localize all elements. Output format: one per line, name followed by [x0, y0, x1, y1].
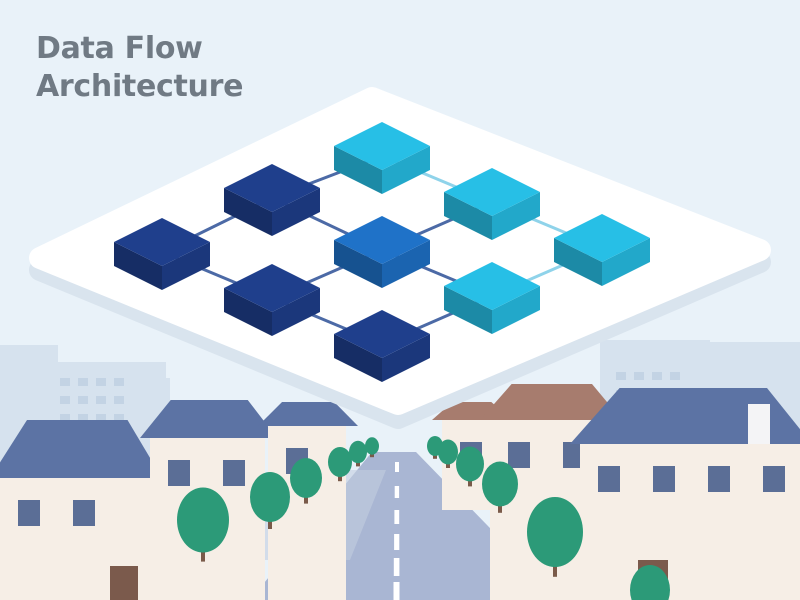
- node-right-face: [382, 240, 430, 288]
- building-window: [616, 372, 626, 380]
- building-window: [60, 414, 70, 422]
- lane-marking: [394, 486, 400, 498]
- building-window: [114, 414, 124, 422]
- data-node: [444, 262, 540, 334]
- node-right-face: [382, 146, 430, 194]
- building-window: [78, 378, 88, 386]
- data-node: [554, 214, 650, 286]
- node-top-face: [334, 310, 430, 358]
- building-window: [96, 378, 106, 386]
- node-right-face: [162, 242, 210, 290]
- data-node: [334, 122, 430, 194]
- house-left-mid-window: [168, 460, 190, 486]
- data-node: [444, 168, 540, 240]
- diagram-title: Data Flow Architecture: [36, 30, 243, 106]
- tree-crown: [527, 497, 583, 567]
- node-top-face: [224, 264, 320, 312]
- house-right-mid-roof: [480, 384, 622, 420]
- node-right-face: [382, 334, 430, 382]
- building-window: [96, 396, 106, 404]
- lane-marking: [393, 582, 400, 600]
- house-left-front-window: [73, 500, 95, 526]
- node-left-face: [114, 242, 162, 290]
- node-left-face: [334, 146, 382, 194]
- building-window: [96, 414, 106, 422]
- house-left-back-roof: [258, 402, 358, 426]
- house-left-mid-roof: [140, 400, 277, 438]
- data-node: [334, 310, 430, 382]
- node-left-face: [444, 286, 492, 334]
- lane-marking: [394, 534, 400, 550]
- tree-crown: [290, 458, 322, 498]
- tree-crown: [427, 436, 443, 456]
- building-window: [78, 396, 88, 404]
- node-top-face: [444, 262, 540, 310]
- tree-crown: [349, 440, 367, 464]
- tree-crown: [250, 472, 290, 522]
- node-left-face: [224, 288, 272, 336]
- tree-crown: [328, 447, 352, 477]
- tree-crown: [177, 487, 229, 553]
- data-nodes: [114, 122, 650, 382]
- building-window: [652, 372, 662, 380]
- node-left-face: [334, 240, 382, 288]
- tree-crown: [365, 437, 379, 455]
- building-window: [78, 414, 88, 422]
- node-right-face: [602, 238, 650, 286]
- building-window: [114, 378, 124, 386]
- node-right-face: [492, 286, 540, 334]
- title-line-2: Architecture: [36, 69, 244, 104]
- house-right-front-window: [763, 466, 785, 492]
- building-window: [60, 378, 70, 386]
- node-left-face: [444, 192, 492, 240]
- node-right-face: [272, 288, 320, 336]
- building-window: [60, 396, 70, 404]
- node-left-face: [224, 188, 272, 236]
- data-node: [114, 218, 210, 290]
- house-left-mid-window: [223, 460, 245, 486]
- data-node: [334, 216, 430, 288]
- node-top-face: [444, 168, 540, 216]
- tree-crown: [456, 446, 484, 482]
- lane-marking: [395, 462, 399, 472]
- house-right-mid-window: [508, 442, 530, 468]
- house-right-front-roof: [570, 388, 800, 444]
- house-right-front-window: [598, 466, 620, 492]
- node-top-face: [334, 216, 430, 264]
- lane-marking: [393, 558, 400, 576]
- title-line-1: Data Flow: [36, 31, 203, 66]
- trees: [177, 436, 670, 600]
- node-left-face: [334, 334, 382, 382]
- node-top-face: [114, 218, 210, 266]
- lane-marking: [394, 510, 400, 524]
- building-window: [114, 396, 124, 404]
- node-left-face: [554, 238, 602, 286]
- house-left-front-window: [18, 500, 40, 526]
- building-window: [670, 372, 680, 380]
- tree-crown: [482, 461, 518, 507]
- house-right-mid-window: [563, 442, 585, 468]
- house-right-front-window: [708, 466, 730, 492]
- house-door: [110, 566, 138, 600]
- tree-crown: [630, 565, 670, 600]
- node-right-face: [272, 188, 320, 236]
- node-right-face: [492, 192, 540, 240]
- data-node: [224, 264, 320, 336]
- tree-crown: [438, 439, 458, 465]
- house-right-front-window: [653, 466, 675, 492]
- chimney: [748, 404, 770, 444]
- data-node: [224, 164, 320, 236]
- building-window: [634, 372, 644, 380]
- node-top-face: [554, 214, 650, 262]
- house-left-front-roof: [0, 420, 162, 478]
- node-top-face: [334, 122, 430, 170]
- node-top-face: [224, 164, 320, 212]
